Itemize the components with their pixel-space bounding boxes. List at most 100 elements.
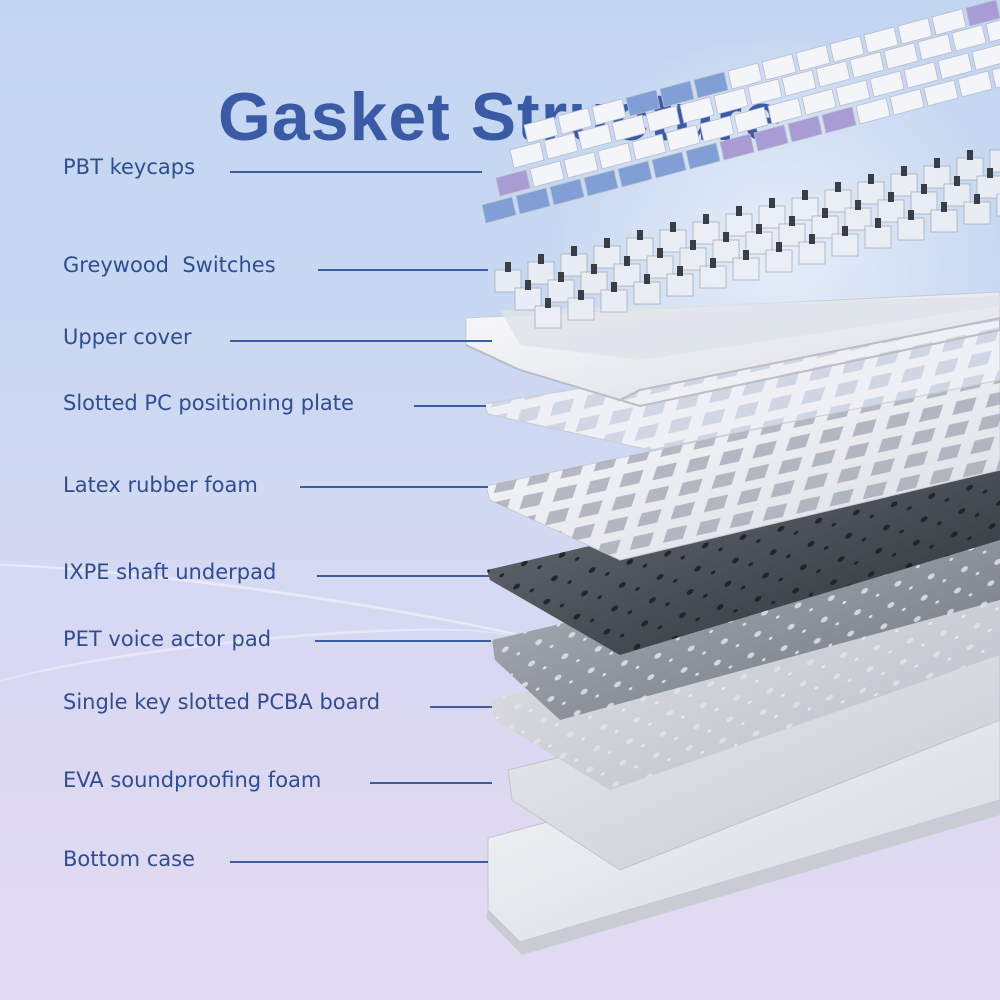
keycap — [679, 96, 715, 124]
keycap — [753, 124, 789, 152]
switch-stem — [802, 190, 808, 200]
switch-stem — [776, 242, 782, 252]
switch-stem — [835, 182, 841, 192]
leader-line — [230, 171, 482, 173]
keycap — [645, 105, 681, 133]
switch-stem — [822, 208, 828, 218]
keycap — [509, 141, 545, 169]
keycap — [713, 87, 749, 115]
keycap — [557, 107, 593, 135]
switch-stem — [538, 254, 544, 264]
switch-stem — [987, 168, 993, 178]
switch-stem — [875, 218, 881, 228]
switch-stem — [974, 194, 980, 204]
switch-stem — [809, 234, 815, 244]
keycap — [923, 79, 959, 107]
label-pc-plate: Slotted PC positioning plate — [63, 391, 354, 415]
keycap — [889, 88, 925, 116]
switch-housing — [765, 249, 793, 273]
leader-line — [430, 706, 492, 708]
switch-stem — [657, 248, 663, 258]
switch-stem — [842, 226, 848, 236]
switch-stem — [703, 214, 709, 224]
ixpe-underpad-layer — [487, 450, 1000, 655]
switch-stem — [743, 250, 749, 260]
keycap — [931, 8, 967, 36]
keycap — [903, 61, 939, 89]
switch-housing — [732, 257, 760, 281]
keycap — [543, 132, 579, 160]
leader-line — [230, 340, 492, 342]
keycap — [727, 62, 763, 90]
switch-housing — [633, 281, 661, 305]
keycap — [781, 69, 817, 97]
switch-stem — [921, 184, 927, 194]
leader-line — [315, 640, 491, 642]
label-pcba-board: Single key slotted PCBA board — [63, 690, 381, 714]
switch-stem — [941, 202, 947, 212]
keycap — [665, 124, 701, 152]
label-switches: Greywood Switches — [63, 253, 276, 277]
switch-stem — [710, 258, 716, 268]
switch-stem — [624, 256, 630, 266]
label-bottom-case: Bottom case — [63, 847, 195, 871]
keycap — [821, 106, 857, 134]
keycap — [795, 44, 831, 72]
keycap — [957, 70, 993, 98]
switch-stem — [868, 174, 874, 184]
label-upper-cover: Upper cover — [63, 325, 192, 349]
keycap — [965, 0, 1000, 27]
label-pbt-keycaps: PBT keycaps — [63, 155, 196, 179]
switch-housing — [666, 273, 694, 297]
switch-housing — [798, 241, 826, 265]
keycap — [685, 142, 721, 170]
keycap — [815, 60, 851, 88]
keycap — [631, 133, 667, 161]
keycap — [515, 187, 551, 215]
keycap — [971, 44, 1000, 71]
leader-line — [300, 486, 488, 488]
keycap — [937, 52, 973, 80]
keycap — [699, 115, 735, 143]
switch-stem — [644, 274, 650, 284]
switch-stem — [901, 166, 907, 176]
leader-line — [370, 782, 492, 784]
switch-stem — [558, 272, 564, 282]
switch-housing — [930, 209, 958, 233]
keycap — [549, 178, 585, 206]
switch-housing — [963, 201, 991, 225]
switch-stem — [967, 150, 973, 160]
leader-line — [230, 861, 488, 863]
keycap — [651, 151, 687, 179]
keycap — [883, 42, 919, 70]
keycap — [951, 24, 987, 52]
keycap — [617, 160, 653, 188]
switches-layer — [494, 149, 1000, 329]
keycap — [863, 26, 899, 54]
keycap — [733, 106, 769, 134]
switch-stem — [677, 266, 683, 276]
switch-stem — [908, 210, 914, 220]
keycap — [829, 35, 865, 63]
switch-stem — [756, 224, 762, 234]
keycap — [597, 142, 633, 170]
switch-stem — [505, 262, 511, 272]
keycap — [481, 196, 517, 224]
label-eva-foam: EVA soundproofing foam — [63, 768, 322, 792]
keycap — [523, 116, 559, 144]
keycap — [659, 80, 695, 108]
keycap — [563, 151, 599, 179]
keycap — [897, 17, 933, 45]
switch-stem — [934, 158, 940, 168]
switch-housing — [600, 289, 628, 313]
switch-stem — [571, 246, 577, 256]
switch-housing — [831, 233, 859, 257]
keycap — [529, 160, 565, 188]
keycap — [991, 67, 1000, 89]
keycap — [583, 169, 619, 197]
label-pet-pad: PET voice actor pad — [63, 627, 272, 651]
switch-housing — [976, 175, 1000, 199]
leader-line — [317, 575, 489, 577]
keycap — [625, 89, 661, 117]
